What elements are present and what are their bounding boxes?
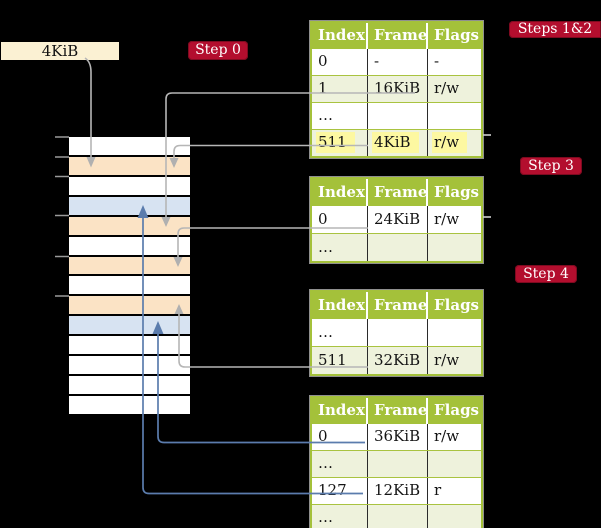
cell-index: 511: [312, 347, 368, 374]
cell-frame: 24KiB: [368, 206, 428, 233]
cell-index: …: [312, 505, 368, 528]
memory-column: [69, 137, 190, 414]
memory-frame-row: [69, 196, 190, 215]
memory-frame-row: [69, 296, 190, 315]
header-index: Index: [312, 23, 368, 49]
badge-step-3: Step 3: [520, 157, 582, 175]
cell-flags: r/w: [434, 427, 460, 445]
cell-index: 0: [312, 206, 368, 233]
badge-steps-1-2: Steps 1&2: [509, 21, 601, 38]
table-header-row: Index Frame Flags: [312, 292, 481, 319]
cell-frame: 16KiB: [368, 76, 428, 102]
cell-index: …: [312, 319, 368, 346]
cell-index: 0: [312, 49, 368, 75]
cell-index: 0: [312, 424, 368, 450]
header-flags: Flags: [434, 296, 479, 314]
table-header-row: Index Frame Flags: [312, 179, 481, 206]
cell-index: …: [312, 234, 368, 261]
table-row: …: [312, 102, 481, 129]
cell-flags: [428, 505, 481, 528]
cell-index: 127: [312, 478, 368, 504]
memory-frame-row: [69, 176, 190, 195]
cell-flags: -: [434, 52, 440, 70]
table-row: …: [312, 450, 481, 477]
page-table-level3: Index Frame Flags 0 24KiB r/w …: [310, 177, 483, 263]
memory-frame-row: [69, 336, 190, 355]
cropped-connector-stubs: [483, 134, 491, 218]
cell-index: …: [312, 451, 368, 477]
header-index: Index: [312, 179, 368, 206]
l4-table-address-label: 4KiB: [1, 42, 119, 60]
cell-frame: 36KiB: [368, 424, 428, 450]
memory-frame-row: [69, 356, 190, 375]
badge-step-0: Step 0: [188, 41, 248, 60]
header-frame: Frame: [368, 23, 428, 49]
table-row: 0 36KiB r/w: [312, 424, 481, 450]
header-frame: Frame: [368, 292, 428, 319]
badge-step-4: Step 4: [515, 265, 577, 283]
cell-frame: 12KiB: [368, 478, 428, 504]
table-row: …: [312, 233, 481, 261]
memory-frame-row: [69, 395, 190, 414]
cell-flags: r/w: [428, 130, 481, 156]
memory-frame-row: [69, 156, 190, 175]
header-frame: Frame: [368, 179, 428, 206]
page-table-level1: Index Frame Flags 0 36KiB r/w … 127 12Ki…: [310, 396, 483, 528]
cell-frame: [368, 451, 428, 477]
cell-flags: r: [434, 481, 442, 499]
cell-index: 1: [312, 76, 368, 102]
cell-flags: r/w: [434, 210, 460, 228]
cell-frame: 4KiB: [368, 130, 428, 156]
cell-index: 511: [312, 130, 368, 156]
header-index: Index: [312, 398, 368, 424]
memory-address-ticks: [55, 136, 69, 297]
memory-frame-row: [69, 137, 190, 155]
cell-frame: [368, 319, 428, 346]
cell-flags: [428, 234, 481, 261]
memory-frame-row: [69, 236, 190, 255]
table-row: …: [312, 319, 481, 346]
cell-frame: 32KiB: [368, 347, 428, 374]
table-row: 127 12KiB r: [312, 477, 481, 504]
table-row: …: [312, 504, 481, 528]
memory-frame-row: [69, 256, 190, 275]
cell-flags: [428, 319, 481, 346]
cell-frame: [368, 234, 428, 261]
memory-frame-row: [69, 316, 190, 335]
cell-flags: r/w: [434, 79, 460, 97]
table-row: 0 - -: [312, 49, 481, 75]
table-header-row: Index Frame Flags: [312, 23, 481, 49]
table-row-recursive-entry: 511 4KiB r/w: [312, 129, 481, 156]
page-table-level2: Index Frame Flags … 511 32KiB r/w: [310, 290, 483, 376]
cell-flags: [428, 451, 481, 477]
highlight: 4KiB: [372, 132, 419, 153]
header-frame: Frame: [368, 398, 428, 424]
memory-frame-row: [69, 216, 190, 235]
cell-index: …: [312, 103, 368, 129]
highlight: 511: [316, 132, 355, 153]
table-row: 511 32KiB r/w: [312, 346, 481, 374]
table-row: 0 24KiB r/w: [312, 206, 481, 233]
table-header-row: Index Frame Flags: [312, 398, 481, 424]
table-row: 1 16KiB r/w: [312, 75, 481, 102]
header-flags: Flags: [434, 401, 479, 419]
highlight: r/w: [432, 132, 468, 153]
cell-frame: -: [368, 49, 428, 75]
header-flags: Flags: [434, 26, 479, 44]
memory-frame-row: [69, 376, 190, 394]
header-flags: Flags: [434, 183, 479, 201]
cell-flags: r/w: [434, 351, 460, 369]
cell-flags: [428, 103, 481, 129]
header-index: Index: [312, 292, 368, 319]
cell-frame: [368, 505, 428, 528]
cell-frame: [368, 103, 428, 129]
page-table-level4: Index Frame Flags 0 - - 1 16KiB r/w … 51…: [310, 21, 483, 158]
memory-frame-row: [69, 276, 190, 295]
